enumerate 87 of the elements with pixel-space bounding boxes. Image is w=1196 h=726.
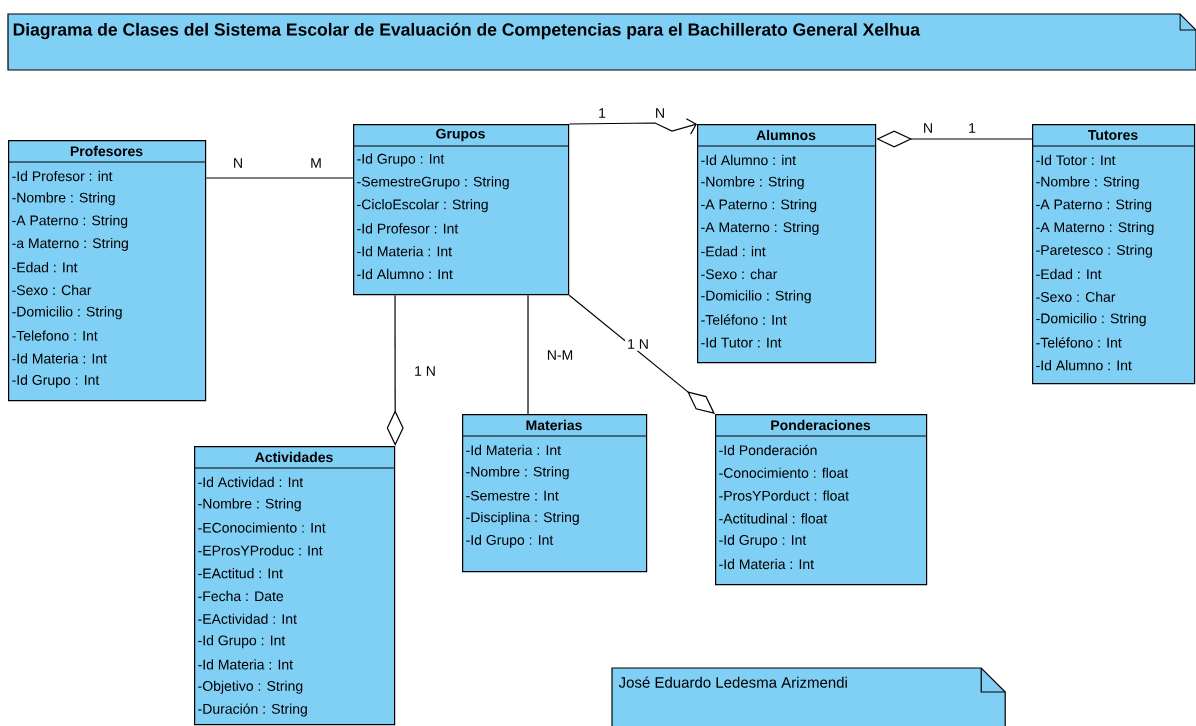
multiplicity-label: 1 [969, 123, 976, 133]
attribute-text: -Paretesco : String [1036, 244, 1152, 258]
attribute-text: -Sexo : Char [1036, 291, 1116, 302]
multiplicity-label: M [311, 158, 321, 168]
attribute-text: -EActitud : Int [198, 568, 283, 579]
attribute-text: -Fecha : Date [198, 590, 284, 602]
attribute-text: -Id Ponderación [719, 444, 817, 456]
class-name: Tutores [1088, 130, 1138, 140]
multiplicity-label: N [924, 123, 932, 133]
class-name: Materias [526, 419, 582, 431]
attribute-text: -Sexo : char [701, 268, 778, 280]
class-box [461, 414, 648, 573]
attribute-text: -Id Tutor : Int [701, 337, 782, 348]
attribute-text: -Id Grupo : Int [12, 374, 100, 388]
class-box [7, 140, 207, 402]
attribute-text: -Id Materia : Int [12, 353, 107, 364]
multiplicity-label: 1 N [412, 364, 438, 378]
class-name: Alumnos [756, 129, 816, 141]
attribute-text: -Actitudinal : float [719, 513, 828, 524]
class-name: Grupos [436, 128, 485, 142]
attribute-text: -Id Materia : Int [357, 246, 452, 257]
attribute-text: -Teléfono : Int [1036, 337, 1122, 348]
attribute-text: -Id Grupo : Int [466, 534, 554, 548]
association-line [527, 294, 529, 415]
attribute-text: -Nombre : String [1036, 176, 1139, 190]
attribute-text: -ProsYPorduct : float [719, 490, 849, 501]
attribute-text: -Nombre : String [198, 498, 301, 512]
attribute-text: -Domicilio : String [1036, 313, 1146, 327]
attribute-text: -A Paterno : String [12, 215, 128, 229]
attribute-text: -CicloEscolar : String [357, 199, 488, 213]
attribute-text: -a Materno : String [12, 237, 128, 251]
attribute-text: -Id Grupo : Int [357, 153, 445, 167]
attribute-text: -Id Profesor : int [12, 170, 113, 182]
attribute-text: -Objetivo : String [198, 680, 303, 694]
class-box [714, 414, 928, 586]
class-box [696, 124, 877, 364]
aggregation-line [568, 294, 715, 414]
attribute-text: -A Materno : String [701, 221, 819, 235]
class-name: Profesores [70, 145, 143, 157]
arrow [568, 118, 697, 135]
attribute-text: -A Materno : String [1036, 221, 1154, 235]
attribute-text: -SemestreGrupo : String [357, 176, 509, 190]
title-note: Diagrama de Clases del Sistema Escolar de Evaluación de Competencias para el Bachillerato General Xelhua [7, 13, 1196, 71]
attribute-text: -Teléfono : Int [701, 314, 787, 325]
multiplicity-label: 1 N [625, 337, 651, 351]
attribute-text: -Id Alumno : Int [1036, 360, 1132, 371]
attribute-text: -Semestre : Int [466, 490, 559, 501]
attribute-text: -Domicilio : String [12, 306, 122, 320]
attribute-text: -Telefono : Int [12, 330, 98, 341]
attribute-text: -EProsYProduc : Int [198, 545, 323, 556]
attribute-text: -Id Alumno : int [701, 154, 796, 166]
attribute-text: -Edad : Int [12, 262, 78, 273]
attribute-text: -A Paterno : String [701, 199, 817, 213]
multiplicity-label: N [234, 158, 242, 168]
association-line [205, 177, 354, 179]
attribute-text: -Id Materia : Int [719, 558, 814, 570]
aggregation-line [386, 294, 404, 446]
attribute-text: -Edad : Int [1036, 268, 1102, 280]
multiplicity-label: N-M [544, 348, 576, 362]
attribute-text: -Id Totor : Int [1036, 154, 1116, 166]
attribute-text: -Id Actividad : Int [198, 476, 304, 488]
attribute-text: -Duración : String [198, 703, 307, 717]
attribute-text: -Nombre : String [12, 192, 115, 206]
attribute-text: -Id Alumno : Int [357, 268, 453, 280]
attribute-text: -A Paterno : String [1036, 199, 1152, 213]
class-name: Ponderaciones [771, 419, 871, 431]
attribute-text: -Id Grupo : Int [198, 635, 286, 649]
attribute-text: -EConocimiento : Int [198, 522, 326, 533]
attribute-text: -Id Profesor : Int [357, 223, 459, 234]
class-box [1031, 124, 1196, 385]
attribute-text: -Conocimiento : float [719, 467, 849, 478]
attribute-text: -Nombre : String [466, 466, 569, 480]
class-box [193, 446, 396, 726]
attribute-text: -Edad : int [701, 246, 766, 257]
attribute-text: -Disciplina : String [466, 511, 579, 525]
attribute-text: -Nombre : String [701, 176, 804, 190]
attribute-text: -Id Grupo : Int [719, 534, 807, 548]
class-name: Actividades [255, 451, 333, 463]
attribute-text: -Domicilio : String [701, 290, 811, 304]
attribute-text: -Sexo : Char [12, 284, 92, 296]
class-box [352, 124, 570, 296]
note-box: José Eduardo Ledesma Arizmendi [611, 667, 1006, 726]
multiplicity-label: N [656, 108, 664, 118]
attribute-text: -Id Materia : Int [466, 444, 561, 456]
multiplicity-label: 1 [599, 108, 606, 118]
attribute-text: -Id Materia : Int [198, 659, 293, 670]
attribute-text: -EActividad : Int [198, 613, 297, 624]
